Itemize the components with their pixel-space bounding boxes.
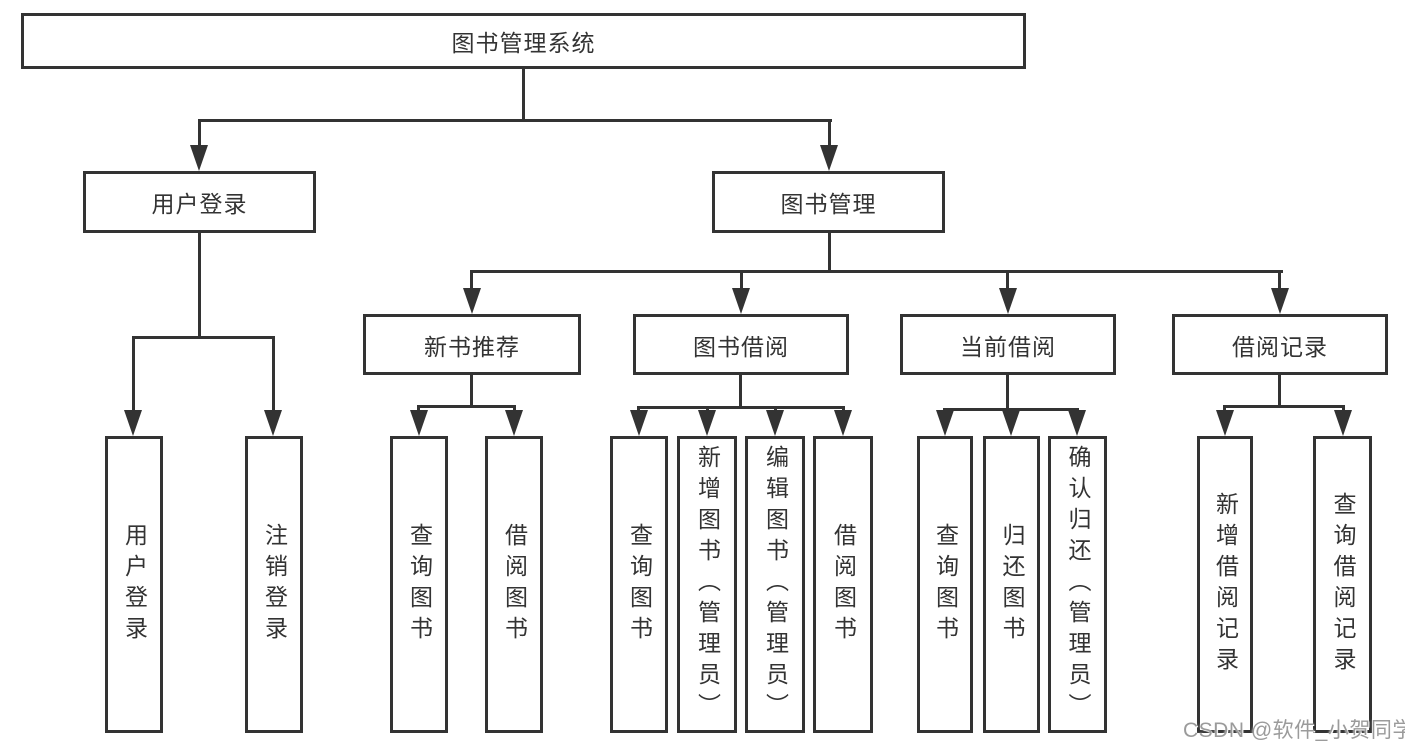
node-label: 图书管理 bbox=[780, 191, 877, 217]
leaf-label: 借阅图书 bbox=[501, 522, 528, 647]
arrow-down-icon bbox=[190, 145, 208, 171]
connector-line bbox=[1006, 270, 1009, 292]
arrow-down-icon bbox=[1334, 410, 1352, 436]
arrow-down-icon bbox=[820, 145, 838, 171]
node-current-borrow: 当前借阅 bbox=[900, 314, 1116, 375]
leaf-borrow-edit-books-admin: 编辑图书（管理员） bbox=[745, 436, 805, 733]
connector-line bbox=[740, 270, 743, 292]
arrow-down-icon bbox=[124, 410, 142, 436]
leaf-label: 新增图书（管理员） bbox=[694, 445, 721, 724]
leaf-newbook-borrow-books: 借阅图书 bbox=[485, 436, 543, 733]
leaf-record-query-borrow-record: 查询借阅记录 bbox=[1313, 436, 1372, 733]
leaf-label: 编辑图书（管理员） bbox=[762, 445, 789, 724]
leaf-label: 借阅图书 bbox=[830, 522, 857, 647]
connector-line bbox=[417, 405, 420, 414]
arrow-down-icon bbox=[999, 288, 1017, 314]
connector-line bbox=[1342, 405, 1345, 414]
connector-line bbox=[739, 375, 742, 406]
node-label: 图书借阅 bbox=[693, 333, 789, 360]
node-new-book-recommend: 新书推荐 bbox=[363, 314, 581, 375]
leaf-borrow-query-books: 查询图书 bbox=[610, 436, 668, 733]
arrow-down-icon bbox=[264, 410, 282, 436]
connector-line bbox=[470, 270, 473, 292]
leaf-label: 查询图书 bbox=[932, 522, 959, 647]
leaf-label: 用户登录 bbox=[121, 522, 148, 647]
connector-line bbox=[470, 375, 473, 405]
connector-line bbox=[132, 336, 275, 339]
connector-line bbox=[417, 405, 516, 408]
node-library-management-system: 图书管理系统 bbox=[21, 13, 1026, 69]
arrow-down-icon bbox=[1271, 288, 1289, 314]
connector-line bbox=[513, 405, 516, 414]
leaf-current-confirm-return-admin: 确认归还（管理员） bbox=[1048, 436, 1107, 733]
leaf-user-login: 用户登录 bbox=[105, 436, 163, 733]
connector-line bbox=[198, 119, 832, 122]
connector-line bbox=[637, 406, 845, 409]
leaf-label: 确认归还（管理员） bbox=[1065, 445, 1091, 724]
arrow-down-icon bbox=[732, 288, 750, 314]
arrow-down-icon bbox=[1002, 410, 1020, 436]
arrow-down-icon bbox=[1216, 410, 1234, 436]
node-user-login: 用户登录 bbox=[83, 171, 316, 233]
leaf-borrow-add-books-admin: 新增图书（管理员） bbox=[677, 436, 737, 733]
csdn-watermark: CSDN @软件_小贺同学 bbox=[1183, 719, 1405, 742]
node-label: 借阅记录 bbox=[1232, 333, 1328, 360]
node-label: 新书推荐 bbox=[424, 333, 520, 360]
connector-line bbox=[198, 233, 201, 336]
node-book-management: 图书管理 bbox=[712, 171, 945, 233]
arrow-down-icon bbox=[630, 410, 648, 436]
arrow-down-icon bbox=[834, 410, 852, 436]
arrow-down-icon bbox=[463, 288, 481, 314]
leaf-current-query-books: 查询图书 bbox=[917, 436, 973, 733]
leaf-record-add-borrow-record: 新增借阅记录 bbox=[1197, 436, 1253, 733]
connector-line bbox=[1223, 405, 1345, 408]
connector-line bbox=[1223, 405, 1226, 414]
connector-line bbox=[470, 270, 1283, 273]
node-label: 当前借阅 bbox=[960, 333, 1056, 360]
leaf-current-return-books: 归还图书 bbox=[983, 436, 1040, 733]
leaf-newbook-query-books: 查询图书 bbox=[390, 436, 448, 733]
connector-line bbox=[1278, 270, 1281, 292]
arrow-down-icon bbox=[410, 410, 428, 436]
connector-line bbox=[828, 233, 831, 270]
arrow-down-icon bbox=[936, 410, 954, 436]
connector-line bbox=[828, 119, 831, 149]
node-label: 用户登录 bbox=[151, 191, 248, 217]
node-book-borrow: 图书借阅 bbox=[633, 314, 849, 375]
arrow-down-icon bbox=[698, 410, 716, 436]
connector-line bbox=[1006, 375, 1009, 408]
leaf-borrow-borrow-books: 借阅图书 bbox=[813, 436, 873, 733]
connector-line bbox=[198, 119, 201, 149]
leaf-label: 归还图书 bbox=[999, 522, 1025, 647]
leaf-logout: 注销登录 bbox=[245, 436, 303, 733]
leaf-label: 查询图书 bbox=[406, 522, 433, 647]
node-borrow-record: 借阅记录 bbox=[1172, 314, 1388, 375]
arrow-down-icon bbox=[766, 410, 784, 436]
leaf-label: 查询借阅记录 bbox=[1330, 491, 1356, 678]
connector-line bbox=[272, 336, 275, 412]
arrow-down-icon bbox=[1068, 410, 1086, 436]
leaf-label: 注销登录 bbox=[261, 522, 288, 647]
leaf-label: 查询图书 bbox=[626, 522, 653, 647]
connector-line bbox=[522, 69, 525, 119]
connector-line bbox=[132, 336, 135, 412]
leaf-label: 新增借阅记录 bbox=[1212, 491, 1239, 678]
arrow-down-icon bbox=[505, 410, 523, 436]
connector-line bbox=[1278, 375, 1281, 405]
node-label: 图书管理系统 bbox=[451, 30, 596, 56]
